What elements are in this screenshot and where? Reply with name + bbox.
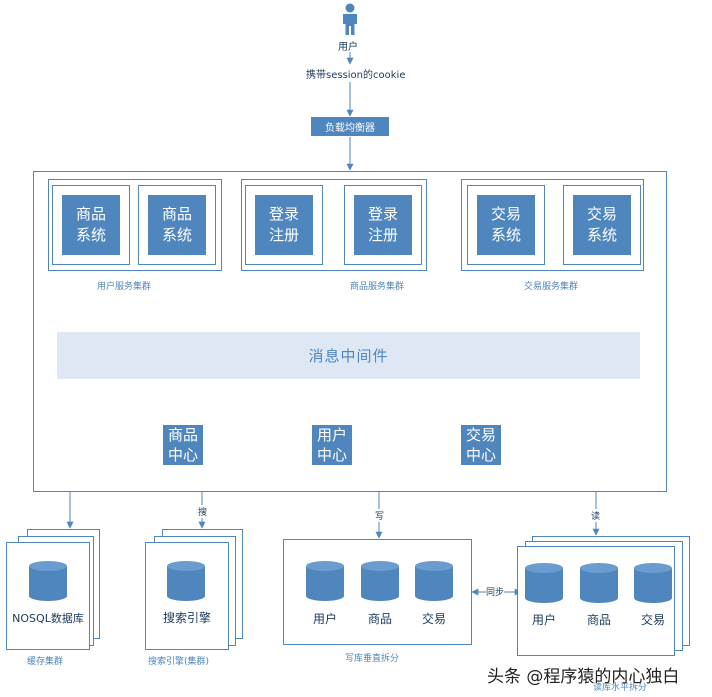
service-box: 商品 系统 <box>52 185 130 265</box>
cluster-caption: 商品服务集群 <box>350 279 405 292</box>
product-center: 商品 中心 <box>163 425 203 465</box>
database-icon <box>415 561 453 601</box>
database-icon <box>580 563 618 603</box>
read-edge-label: 读 <box>591 509 601 522</box>
service-box: 商品 系统 <box>138 185 216 265</box>
cluster-caption: 交易服务集群 <box>524 279 579 292</box>
trade-center: 交易 中心 <box>461 425 501 465</box>
service-label: 交易 系统 <box>573 195 631 255</box>
message-middleware: 消息中间件 <box>57 332 640 379</box>
database-icon <box>167 561 205 601</box>
table-label: 交易 <box>421 612 446 626</box>
database-icon <box>634 563 672 603</box>
search-db-label: 搜索引擎 <box>162 611 211 625</box>
table-label: 交易 <box>640 613 665 627</box>
read-db-caption: 读库水平拆分 <box>593 683 648 693</box>
database-icon <box>361 561 399 601</box>
database-icon <box>306 561 344 601</box>
nosql-db-label: NOSQL数据库 <box>12 612 84 625</box>
write-edge-label: 写 <box>375 509 385 522</box>
cluster-caption: 用户服务集群 <box>97 279 152 292</box>
load-balancer: 负载均衡器 <box>311 117 389 136</box>
sync-edge-label: 同步 <box>486 585 505 598</box>
table-label: 用户 <box>531 613 556 627</box>
service-label: 交易 系统 <box>477 195 535 255</box>
service-box: 登录 注册 <box>245 185 323 265</box>
search-caption: 搜索引擎(集群) <box>148 657 210 667</box>
service-box: 交易 系统 <box>467 185 545 265</box>
service-label: 登录 注册 <box>255 195 313 255</box>
watermark: 头条 @程序猿的内心独白 <box>487 667 680 687</box>
user-icon <box>343 3 357 35</box>
table-label: 用户 <box>312 612 337 626</box>
table-label: 商品 <box>367 612 392 626</box>
service-box: 登录 注册 <box>344 185 422 265</box>
service-label: 商品 系统 <box>62 195 120 255</box>
service-box: 交易 系统 <box>563 185 641 265</box>
user-label: 用户 <box>338 42 358 53</box>
user-center: 用户 中心 <box>312 425 352 465</box>
table-label: 商品 <box>586 613 611 627</box>
write-db-caption: 写库垂直拆分 <box>345 654 400 664</box>
database-icon <box>29 561 67 601</box>
service-label: 登录 注册 <box>354 195 412 255</box>
search-edge-label: 搜 <box>198 505 208 518</box>
session-cookie-label: 携带session的cookie <box>306 66 406 81</box>
database-icon <box>525 563 563 603</box>
nosql-caption: 缓存集群 <box>27 657 64 667</box>
service-label: 商品 系统 <box>148 195 206 255</box>
